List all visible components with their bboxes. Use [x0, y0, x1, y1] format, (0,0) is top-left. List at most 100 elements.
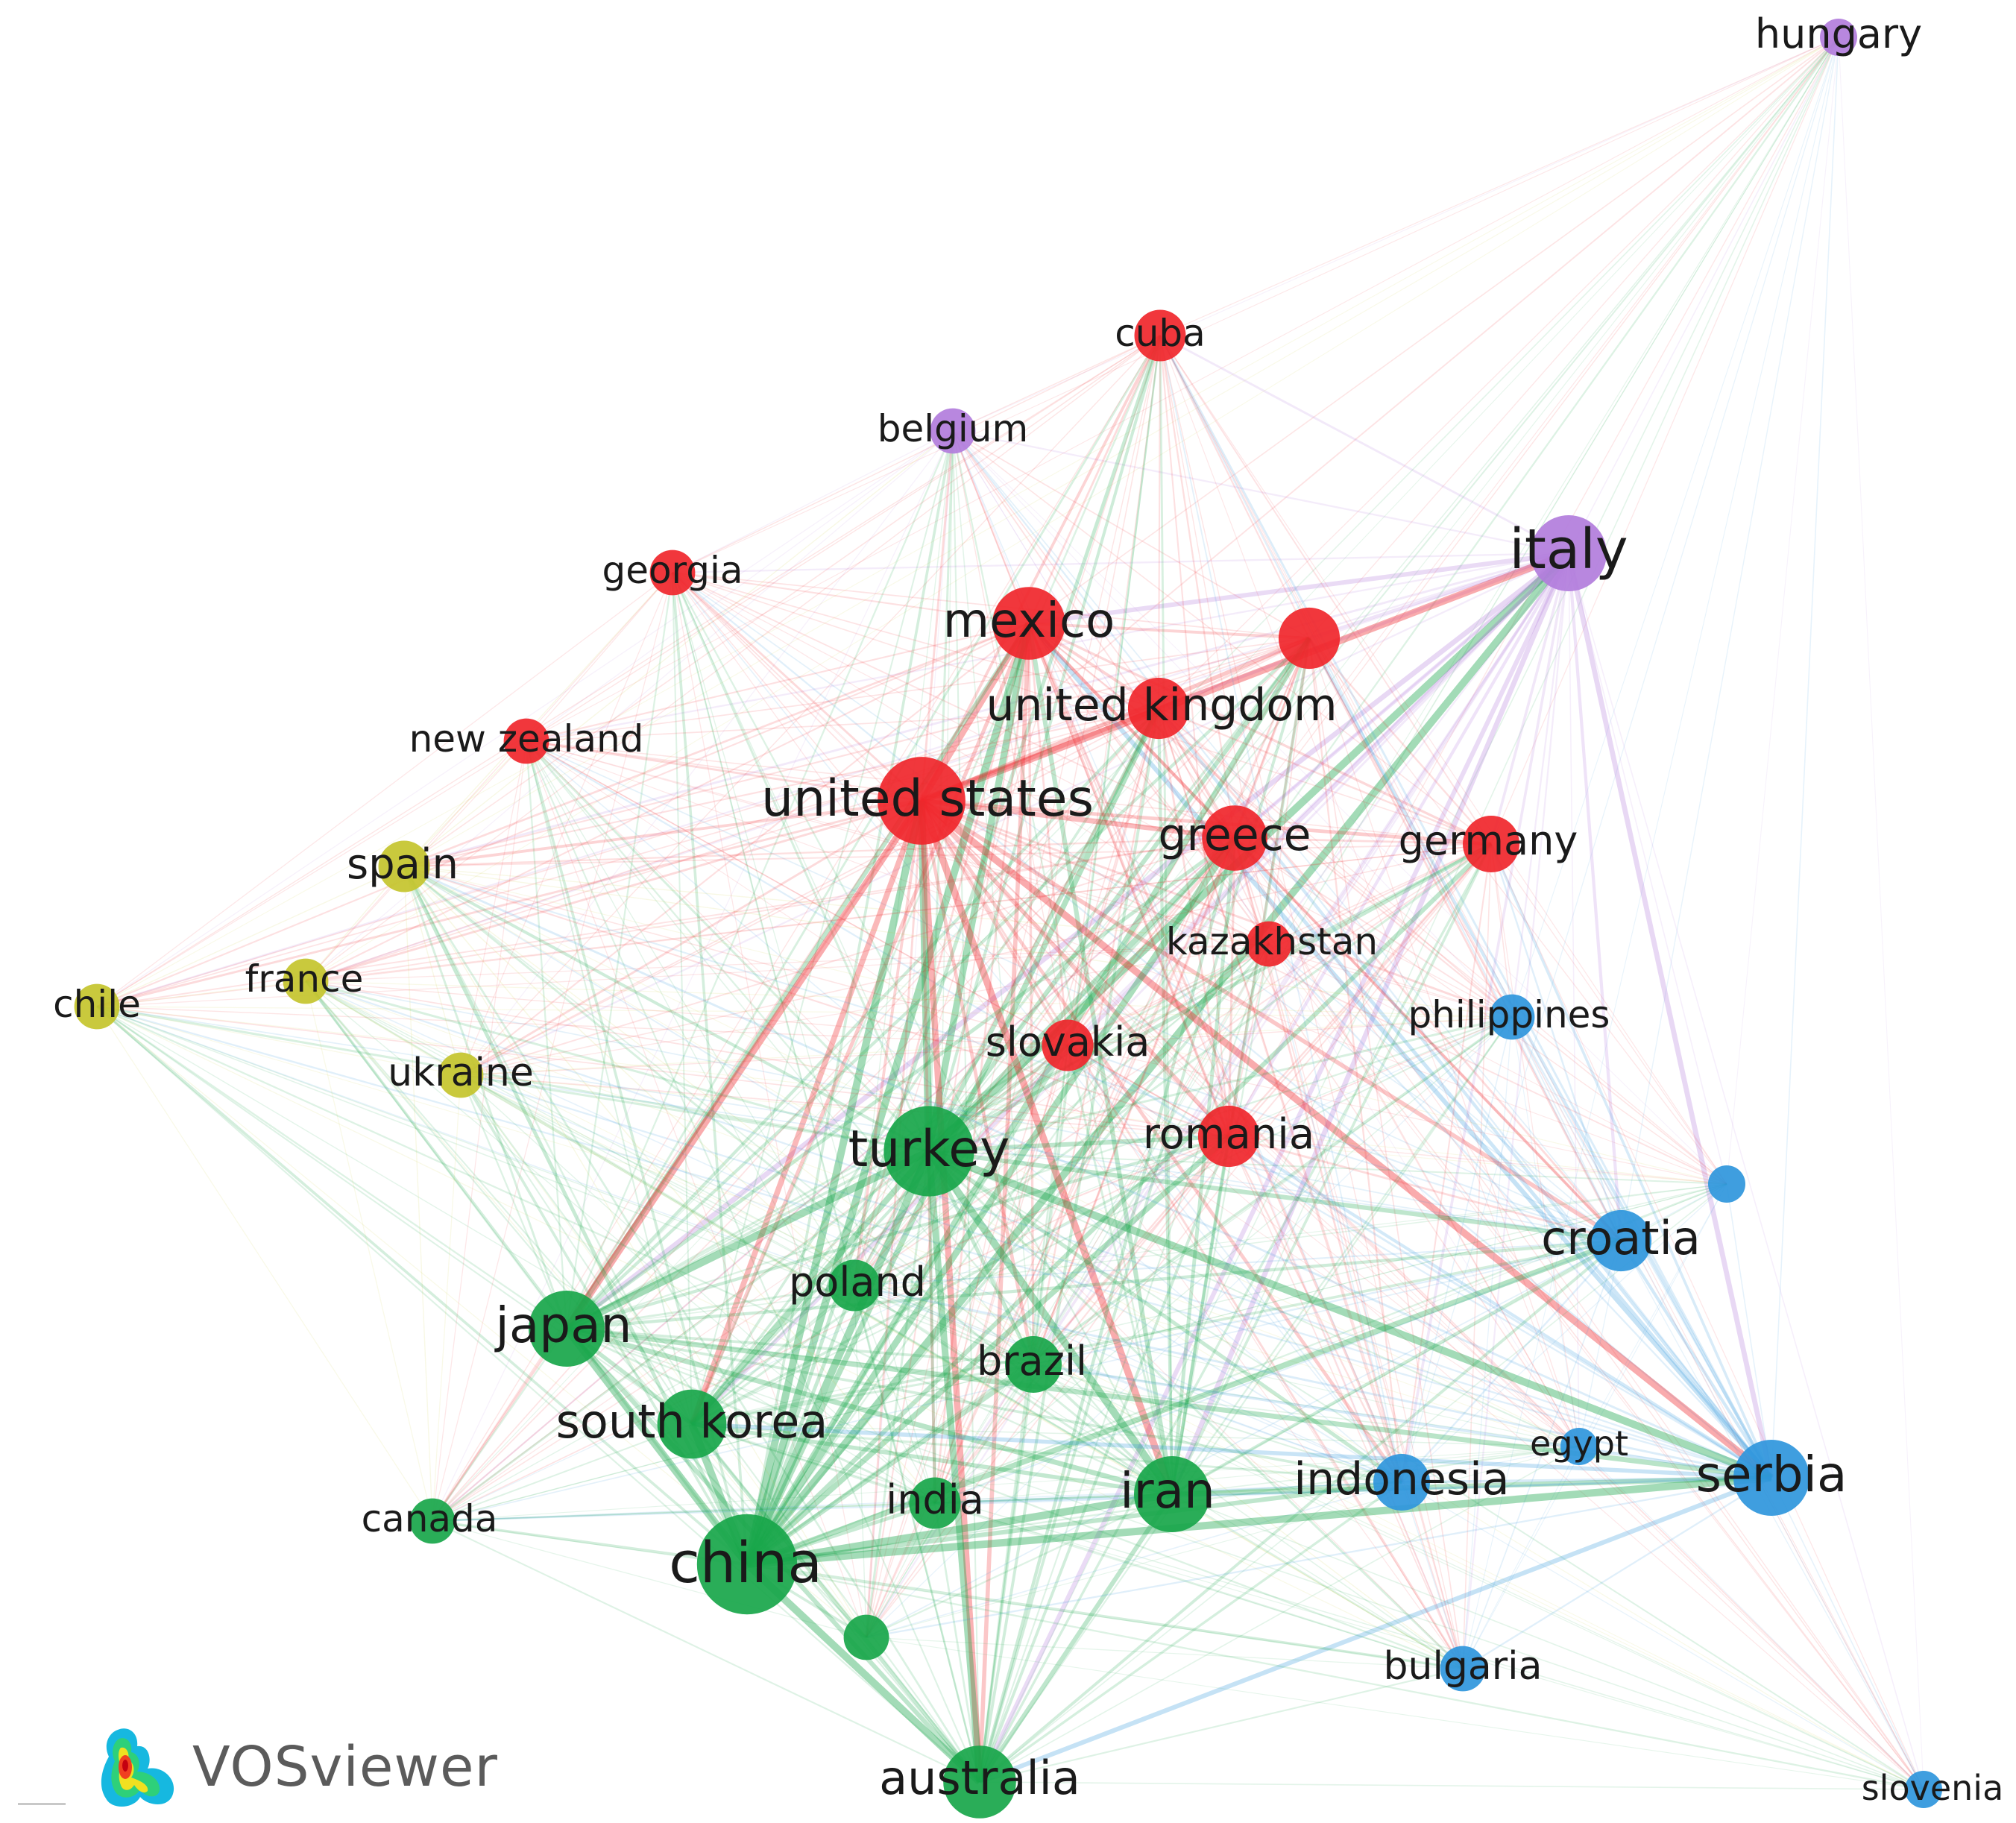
node-slovakia[interactable] — [1042, 1019, 1094, 1071]
link-united_kingdom-slovenia — [1158, 708, 1924, 1790]
link-united_kingdom-iran — [1156, 708, 1174, 1495]
link-slovakia-brazil — [1033, 1045, 1068, 1365]
link-germany-south_korea — [691, 843, 1492, 1426]
link-germany-chile — [96, 843, 1492, 1007]
link-georgia-south_korea — [672, 572, 693, 1425]
link-mexico-australia — [977, 623, 1031, 1783]
link-greece-canada — [432, 837, 1235, 1522]
node-mexico[interactable] — [992, 587, 1065, 660]
link-romania-china — [745, 1134, 1231, 1567]
node-france[interactable] — [283, 958, 329, 1004]
link-red_unlabeled-romania — [1227, 637, 1311, 1137]
node-green-unlabeled[interactable] — [843, 1614, 889, 1660]
link-georgia-egypt — [672, 572, 1580, 1447]
link-hungary-poland — [854, 37, 1839, 1286]
node-red-unlabeled[interactable] — [1278, 607, 1341, 670]
node-croatia[interactable] — [1590, 1209, 1652, 1272]
link-red_unlabeled-south_korea — [690, 637, 1311, 1426]
link-france-croatia — [305, 980, 1622, 1241]
label-poland: poland — [789, 1259, 926, 1306]
link-georgia-new_zealand — [526, 572, 673, 742]
link-red_unlabeled-iran — [1170, 637, 1311, 1495]
link-mexico-kazakhstan — [1028, 623, 1270, 945]
link-slovakia-france — [305, 980, 1068, 1046]
link-philippines-south_korea — [691, 1016, 1513, 1425]
link-slovakia-egypt — [1067, 1045, 1580, 1447]
node-australia[interactable] — [943, 1745, 1016, 1819]
link-slovakia-croatia — [1067, 1045, 1622, 1241]
node-south-korea[interactable] — [657, 1389, 727, 1459]
link-georgia-ukraine — [460, 572, 673, 1076]
link-mexico-brazil — [1027, 623, 1035, 1365]
node-canada[interactable] — [409, 1498, 456, 1544]
link-chile-canada — [96, 1006, 433, 1522]
link-france-brazil — [305, 980, 1034, 1365]
node-poland[interactable] — [828, 1259, 881, 1312]
node-indonesia[interactable] — [1373, 1454, 1430, 1511]
node-turkey[interactable] — [883, 1106, 974, 1197]
link-united_kingdom-chile — [96, 708, 1159, 1007]
node-egypt[interactable] — [1560, 1428, 1598, 1465]
link-spain-serbia — [403, 865, 1772, 1479]
link-hungary-japan — [566, 37, 1839, 1329]
link-hungary-brazil — [1033, 37, 1839, 1365]
link-south_korea-india — [691, 1423, 936, 1505]
label-italy: italy — [1509, 517, 1628, 582]
link-italy-china — [744, 550, 1572, 1567]
link-ukraine-china — [459, 1074, 749, 1565]
node-hungary[interactable] — [1820, 19, 1857, 56]
link-cuba-indonesia — [1159, 335, 1402, 1483]
link-belgium-croatia — [952, 430, 1622, 1241]
link-slovakia-romania — [1067, 1045, 1229, 1137]
node-spain[interactable] — [378, 840, 430, 892]
link-greece-slovakia — [1067, 837, 1235, 1046]
node-india[interactable] — [909, 1477, 961, 1529]
node-blue-unlabeled[interactable] — [1708, 1165, 1745, 1203]
link-hungary-blue_unlabeled — [1726, 37, 1839, 1185]
link-hungary-india — [934, 37, 1839, 1504]
node-new-zealand[interactable] — [503, 718, 549, 764]
node-georgia[interactable] — [649, 550, 696, 596]
link-mexico-france — [305, 623, 1030, 982]
link-poland-australia — [853, 1285, 981, 1783]
node-brazil[interactable] — [1005, 1336, 1062, 1393]
link-france-turkey — [305, 980, 930, 1153]
node-ukraine[interactable] — [438, 1052, 484, 1098]
node-greece[interactable] — [1202, 805, 1267, 871]
link-united_kingdom-philippines — [1158, 708, 1513, 1018]
link-red_unlabeled-bulgaria — [1308, 637, 1464, 1669]
node-italy[interactable] — [1531, 515, 1607, 591]
node-iran[interactable] — [1134, 1456, 1210, 1532]
node-serbia[interactable] — [1733, 1440, 1809, 1516]
node-cuba[interactable] — [1134, 309, 1186, 362]
node-united-kingdom[interactable] — [1127, 677, 1190, 740]
node-belgium[interactable] — [930, 408, 976, 454]
link-hungary-spain — [403, 37, 1839, 867]
node-philippines[interactable] — [1489, 994, 1535, 1040]
node-germany[interactable] — [1463, 816, 1519, 872]
link-kazakhstan-brazil — [1033, 943, 1270, 1365]
node-kazakhstan[interactable] — [1246, 921, 1292, 967]
node-chile[interactable] — [74, 983, 120, 1030]
link-croatia-serbia — [1619, 1239, 1773, 1479]
link-united_kingdom-ukraine — [460, 708, 1159, 1076]
node-china[interactable] — [696, 1514, 798, 1615]
node-japan[interactable] — [529, 1291, 605, 1367]
link-united_states-chile — [96, 799, 922, 1008]
node-bulgaria[interactable] — [1440, 1646, 1486, 1692]
node-romania[interactable] — [1197, 1105, 1260, 1168]
link-indonesia-australia — [979, 1481, 1402, 1783]
link-kazakhstan-india — [934, 943, 1270, 1504]
link-brazil-bulgaria — [1033, 1364, 1464, 1669]
link-iran-slovenia — [1171, 1493, 1924, 1790]
node-slovenia[interactable] — [1905, 1771, 1942, 1808]
node-united-states[interactable] — [878, 757, 966, 845]
link-cuba-germany — [1159, 335, 1492, 845]
label-united-states: united states — [761, 769, 1094, 828]
link-hungary-canada — [432, 37, 1839, 1522]
link-kazakhstan-romania — [1228, 943, 1270, 1137]
link-italy-germany — [1490, 552, 1570, 845]
link-south_korea-indonesia — [691, 1423, 1402, 1484]
link-mexico-romania — [1027, 623, 1230, 1137]
link-united_states-australia — [918, 800, 983, 1783]
